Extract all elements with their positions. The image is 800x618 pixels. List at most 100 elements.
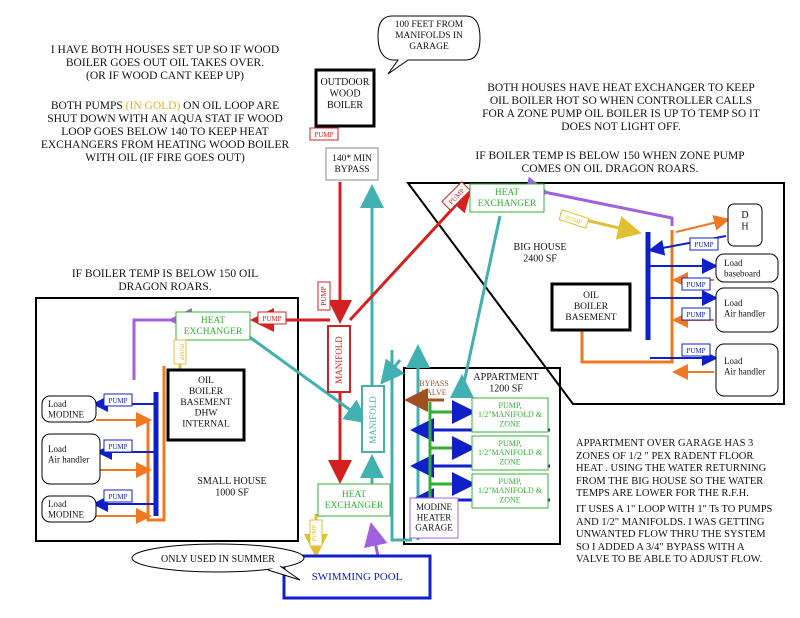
big-pump-1 (681, 277, 711, 291)
big-pump-3 (681, 343, 711, 357)
small-pump-2-label: PUMP (108, 443, 127, 451)
big-pump-1-label: PUMP (686, 281, 705, 289)
pump-red-vertical (317, 281, 331, 311)
summer-callout-tail (267, 565, 301, 581)
note-big-house: IF BOILER TEMP IS BELOW 150 WHEN ZONE PU… (475, 150, 745, 175)
dh-tank (727, 203, 763, 247)
summer-callout-text: ONLY USED IN SUMMER (161, 554, 275, 565)
note-appt-2: IT USES A 1" LOOP WITH 1" Ts TO PUMPS AN… (576, 504, 773, 565)
big-house-boundary (406, 182, 785, 405)
small-pump-3 (103, 489, 133, 503)
pump-red-vertical-label: PUMP (320, 286, 328, 305)
zone-box-2-label: PUMP,1/2"MANIFOLD &ZONE (478, 439, 543, 466)
small-house-boundary (35, 297, 299, 542)
pump-red-horizontal (257, 311, 287, 325)
big-hx-box (469, 183, 545, 213)
modine-garage-box (409, 497, 459, 539)
pump-gold-pool-label: PUMP (312, 524, 318, 541)
note-gold-text: (IN GOLD) (125, 100, 181, 112)
small-load-modine-2 (41, 495, 97, 523)
zone-box-3-label: PUMP,1/2"MANIFOLD &ZONE (478, 477, 543, 504)
teal-appt-to-manifold (390, 350, 412, 542)
small-pump-3-label: PUMP (108, 493, 127, 501)
big-load-air-2 (715, 343, 779, 397)
summer-callout (131, 543, 305, 573)
pump-boiler-label: PUMP (314, 131, 333, 139)
zone-box-1-label: PUMP,1/2"MANIFOLD &ZONE (478, 401, 543, 428)
zone-box-3 (471, 473, 549, 509)
teal-manifold-up (380, 358, 405, 385)
note-top-left-2a: BOTH PUMPS (50, 100, 126, 112)
zone-box-1 (471, 397, 549, 433)
outdoor-boiler-box (314, 68, 376, 128)
note-top-left-1: I HAVE BOTH HOUSES SET UP SO IF WOOD BOI… (50, 44, 280, 82)
manifold-supply (327, 325, 351, 393)
distance-callout (377, 15, 481, 75)
note-top-left-2: BOTH PUMPS (IN GOLD) ON OIL LOOP ARE SHU… (30, 100, 300, 165)
small-load-modine-1 (41, 395, 97, 423)
note-appt-1: APPARTMENT OVER GARAGE HAS 3 ZONES OF 1/… (576, 438, 767, 499)
small-pump-1 (103, 393, 133, 407)
note-small-house: IF BOILER TEMP IS BELOW 150 OIL DRAGON R… (71, 268, 259, 293)
big-orange-dh (675, 215, 730, 233)
purple-pool (364, 522, 388, 557)
small-pump-1-label: PUMP (108, 397, 127, 405)
note-top-right: BOTH HOUSES HAVE HEAT EXCHANGER TO KEEP … (482, 82, 760, 133)
big-pump-2-label: PUMP (686, 311, 705, 319)
zone-box-2 (471, 435, 549, 471)
pump-gold-big-label: PUMP (565, 216, 583, 227)
pool-hx-box (317, 483, 391, 517)
small-hx-box (175, 311, 251, 341)
teal-big-return (460, 215, 502, 393)
big-pump-3-label: PUMP (686, 347, 705, 355)
small-load-air (41, 433, 101, 485)
big-pump-dh (689, 237, 719, 251)
appartment-boundary (403, 367, 561, 545)
small-boiler-box (166, 368, 246, 442)
note-top-left-2b: ON OIL LOOP ARE SHUT DOWN WITH AN AQUA S… (40, 100, 290, 164)
teal-small-return (243, 331, 369, 424)
small-pump-2 (103, 439, 133, 453)
manifold-return (361, 385, 385, 453)
big-orange-loop (580, 230, 674, 364)
big-load-air-1 (715, 287, 779, 333)
red-to-big-hx (348, 187, 473, 322)
pump-gold-small (173, 339, 187, 365)
manifold-supply-label: MANIFOLD (334, 336, 344, 384)
bypass-box (325, 147, 379, 181)
small-purple-loop (132, 308, 192, 380)
big-boiler-box (550, 282, 632, 332)
pump-red-diag (441, 181, 471, 211)
big-pump-dh-label: PUMP (694, 241, 713, 249)
manifold-return-label: MANIFOLD (368, 396, 378, 444)
swimming-pool-box (282, 554, 432, 600)
pump-gold-pool (309, 519, 323, 547)
pump-gold-small-label: PUMP (178, 344, 184, 361)
swimming-pool-label: SWIMMING POOL (312, 571, 403, 583)
pump-red-horizontal-label: PUMP (262, 315, 281, 323)
big-load-baseboard (715, 253, 779, 283)
big-purple-loop (523, 176, 674, 226)
pump-boiler (309, 127, 339, 141)
pump-gold-big (558, 209, 590, 229)
